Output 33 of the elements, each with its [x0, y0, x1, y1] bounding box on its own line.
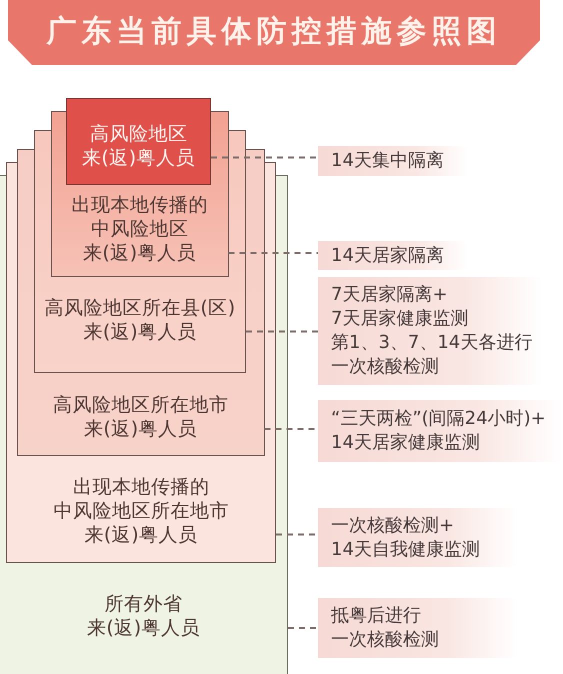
region-label: 中风险地区所在地市 — [53, 498, 229, 522]
leader-line — [276, 534, 318, 536]
region-label: 高风险地区所在县(区) — [44, 296, 236, 320]
region-label: 来(返)粤人员 — [82, 241, 196, 265]
measure-text: 7天居家健康监测 — [331, 307, 468, 331]
region-label: 高风险地区所在地市 — [52, 393, 228, 417]
measure-text: 抵粤后进行 — [331, 604, 421, 628]
leader-line — [211, 156, 318, 158]
measure-text: 14天居家健康监测 — [331, 431, 480, 455]
region-label: 中风险地区 — [90, 217, 188, 241]
leader-line — [228, 252, 318, 254]
region-label: 来(返)粤人员 — [84, 522, 198, 546]
measure-text: 14天居家隔离 — [331, 244, 444, 268]
measure-text: 一次核酸检测 — [331, 628, 439, 652]
region-box — [66, 98, 211, 184]
region-label: 高风险地区 — [90, 122, 188, 146]
region-label: 来(返)粤人员 — [84, 417, 198, 441]
measure-text: 7天居家隔离+ — [331, 283, 448, 307]
title-text: 广东当前具体防控措施参照图 — [46, 15, 502, 50]
measure-text: 14天集中隔离 — [331, 149, 444, 173]
measure-text: 一次核酸检测+ — [331, 514, 454, 538]
region-label: 来(返)粤人员 — [86, 616, 200, 640]
region-label: 出现本地传播的 — [71, 193, 208, 217]
region-label: 出现本地传播的 — [72, 474, 210, 498]
leader-line — [288, 627, 318, 629]
measure-text: 一次核酸检测 — [331, 355, 439, 379]
leader-line — [246, 330, 318, 332]
region-label: 来(返)粤人员 — [82, 146, 196, 170]
region-label: 所有外省 — [104, 592, 182, 616]
measure-text: 第1、3、7、14天各进行 — [331, 331, 532, 355]
region-label: 来(返)粤人员 — [83, 320, 197, 344]
measure-text: 14天自我健康监测 — [331, 538, 480, 562]
measure-text: “三天两检”(间隔24小时)+ — [331, 407, 546, 431]
